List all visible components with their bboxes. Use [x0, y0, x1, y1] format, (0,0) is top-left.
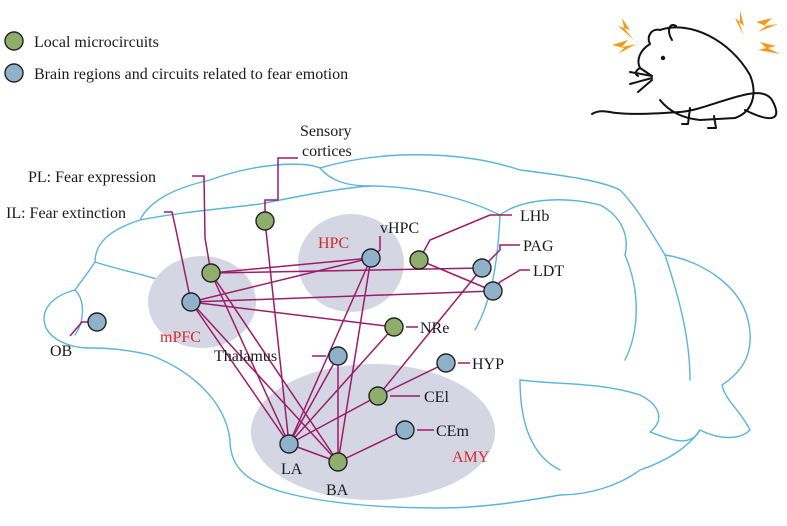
node-sensory-cortices: [255, 211, 275, 231]
labels: Sensory cortices PL: Fear expression IL:…: [6, 123, 564, 499]
label-nre: NRe: [420, 320, 449, 337]
region-label-mpfc: mPFC: [160, 329, 201, 346]
node-vhpc: [361, 248, 381, 268]
label-la: LA: [281, 461, 303, 478]
node-pag: [472, 258, 492, 278]
node-ba: [328, 452, 348, 472]
node-cel: [368, 386, 388, 406]
label-ba: BA: [326, 482, 349, 499]
label-il: IL: Fear extinction: [6, 205, 126, 222]
label-ldt: LDT: [533, 263, 564, 280]
node-pl: [201, 263, 221, 283]
legend-brain-label: Brain regions and circuits related to fe…: [34, 66, 348, 83]
brain-outline: [43, 154, 751, 509]
label-pl: PL: Fear expression: [28, 169, 156, 186]
label-vhpc: vHPC: [380, 220, 419, 237]
node-cem: [395, 420, 415, 440]
label-sensory-line2: cortices: [302, 143, 352, 160]
region-amy: [251, 364, 495, 500]
node-il: [181, 292, 201, 312]
legend: Local microcircuits Brain regions and ci…: [4, 31, 348, 83]
node-ob: [87, 312, 107, 332]
region-label-hpc: HPC: [318, 235, 349, 252]
shock-icon: [612, 10, 780, 54]
legend-local-marker: [4, 31, 24, 51]
node-nre: [384, 317, 404, 337]
node-lhb: [409, 250, 429, 270]
legend-local-label: Local microcircuits: [34, 34, 159, 51]
label-thalamus: Thalamus: [214, 348, 277, 365]
label-hyp: HYP: [472, 356, 504, 373]
connections: [69, 157, 530, 463]
legend-brain-marker: [4, 63, 24, 83]
node-la: [279, 434, 299, 454]
node-ldt: [483, 281, 503, 301]
nodes: [87, 211, 503, 472]
node-hyp: [436, 353, 456, 373]
node-thalamus: [328, 346, 348, 366]
label-cem: CEm: [436, 423, 469, 440]
label-lhb: LHb: [520, 208, 549, 225]
label-ob: OB: [50, 343, 72, 360]
brain-main-outline: [43, 154, 751, 509]
label-sensory-line1: Sensory: [300, 123, 352, 140]
region-label-amy: AMY: [452, 449, 490, 466]
label-pag: PAG: [523, 238, 554, 255]
mouse-icon: [591, 24, 778, 129]
label-cel: CEl: [424, 389, 449, 406]
